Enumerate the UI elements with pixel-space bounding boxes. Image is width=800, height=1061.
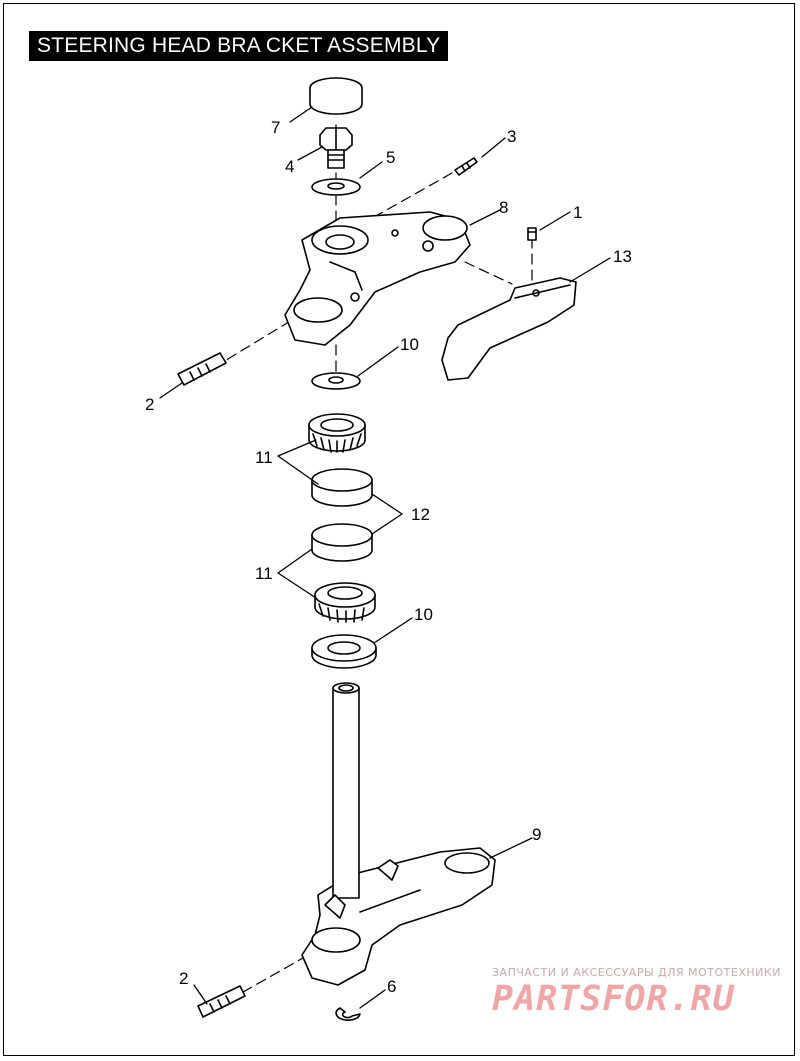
part-11-bearing-upper (308, 413, 366, 453)
watermark-tagline: ЗАПЧАСТИ И АКСЕССУАРЫ ДЛЯ МОТОТЕХНИКИ (492, 966, 781, 979)
part-9-lower-bracket (301, 682, 496, 986)
diagram-frame (3, 3, 795, 1056)
part-2-bolt-lower (197, 985, 246, 1018)
callout-7: 7 (271, 118, 280, 137)
leader-lines (159, 106, 611, 1009)
page-title: STEERING HEAD BRA CKET ASSEMBLY (29, 31, 449, 61)
part-8-upper-bracket (284, 211, 471, 346)
callout-2-upper: 2 (145, 395, 154, 414)
callout-9: 9 (532, 825, 541, 844)
part-3-screw (454, 157, 478, 176)
part-5-washer (311, 178, 361, 196)
callout-6: 6 (387, 977, 396, 996)
callout-8: 8 (499, 198, 508, 217)
part-11-bearing-lower (314, 582, 376, 623)
callout-4: 4 (285, 157, 294, 176)
callout-12: 12 (411, 505, 430, 524)
part-6-clip (335, 1007, 361, 1021)
callout-11-upper: 11 (255, 448, 273, 467)
callout-3: 3 (507, 127, 516, 146)
callout-2-lower: 2 (179, 969, 188, 988)
callout-10-lower: 10 (414, 605, 433, 624)
part-7-cap (309, 77, 363, 115)
part-12-race-upper (311, 468, 373, 507)
part-2-bolt-upper (177, 352, 227, 386)
callout-10-upper: 10 (400, 335, 419, 354)
part-4-bolt (319, 127, 353, 169)
part-12-race-lower (311, 523, 373, 562)
watermark-logo: PARTSFOR.RU (492, 979, 735, 1019)
callout-13: 13 (613, 247, 632, 266)
part-1-screw (527, 227, 537, 241)
callout-5: 5 (386, 148, 395, 167)
part-10-seal-upper (311, 372, 361, 390)
callout-11-lower: 11 (255, 564, 273, 583)
part-13-cover (441, 277, 577, 381)
callout-1: 1 (573, 203, 582, 222)
part-10-seal-lower (311, 634, 377, 669)
callout-labels: 7 4 5 3 8 1 13 2 10 11 12 11 10 9 2 6 (145, 118, 632, 996)
